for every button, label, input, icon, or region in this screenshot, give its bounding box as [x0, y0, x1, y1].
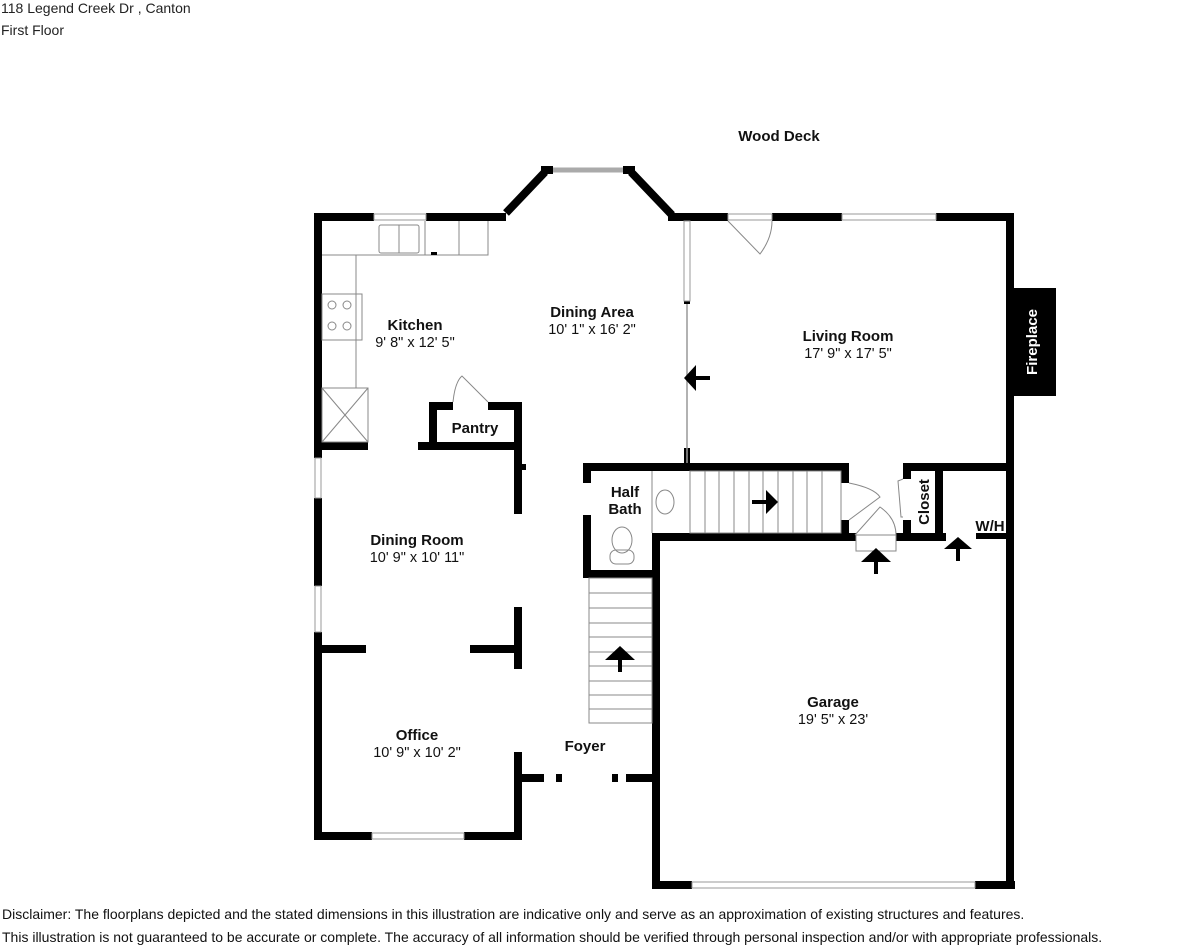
- garage-name: Garage: [807, 694, 859, 711]
- address-title: 118 Legend Creek Dr , Canton: [1, 0, 191, 16]
- walls: [314, 166, 1056, 889]
- dining-area-dims: 10' 1" x 16' 2": [548, 322, 636, 338]
- half-bath-label-2: Bath: [608, 501, 641, 518]
- fireplace-label: Fireplace: [1024, 309, 1041, 375]
- wood-deck-label: Wood Deck: [738, 128, 820, 145]
- water-heater-label: W/H: [975, 518, 1004, 535]
- floor-label: First Floor: [1, 22, 64, 38]
- living-room-name: Living Room: [803, 328, 894, 345]
- closet-label: Closet: [916, 479, 933, 525]
- fireplace: [1008, 288, 1056, 396]
- office-dims: 10' 9" x 10' 2": [373, 745, 461, 761]
- direction-arrows: [605, 365, 972, 672]
- windows: [314, 213, 976, 889]
- garage-dims: 19' 5" x 23': [798, 712, 869, 728]
- kitchen-name: Kitchen: [387, 317, 442, 334]
- foyer-label: Foyer: [565, 738, 606, 755]
- dining-room-name: Dining Room: [370, 532, 463, 549]
- disclaimer-line-2: This illustration is not guaranteed to b…: [2, 929, 1103, 945]
- office-name: Office: [396, 727, 439, 744]
- pantry-label: Pantry: [452, 420, 499, 437]
- stairs: [588, 470, 904, 724]
- kitchen-dims: 9' 8" x 12' 5": [375, 335, 455, 351]
- kitchen-counters: [321, 220, 773, 443]
- living-room-dims: 17' 9" x 17' 5": [804, 346, 892, 362]
- dining-area-name: Dining Area: [550, 304, 634, 321]
- half-bath-label-1: Half: [611, 484, 640, 501]
- dining-room-dims: 10' 9" x 10' 11": [370, 550, 465, 566]
- disclaimer-line-1: Disclaimer: The floorplans depicted and …: [2, 906, 1025, 922]
